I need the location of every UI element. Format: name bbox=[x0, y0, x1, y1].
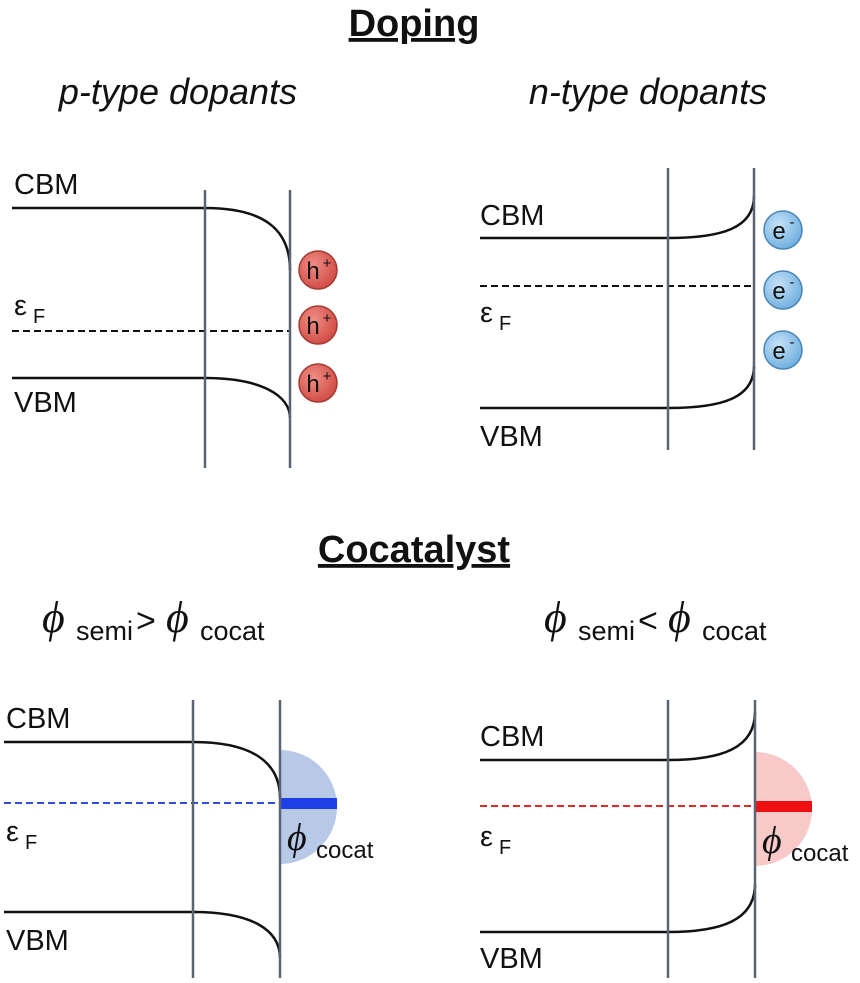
n-type-vbm-label: VBM bbox=[480, 421, 543, 453]
phi-sub-semi: semi bbox=[578, 616, 635, 646]
n-type-cbm-band bbox=[480, 195, 756, 240]
cocat-left-cbm-band bbox=[4, 740, 282, 799]
phi-sub-cocat: cocat bbox=[702, 616, 767, 646]
cocat-right-cbm-band bbox=[480, 711, 757, 762]
n-type-fermi-sub: F bbox=[499, 313, 511, 335]
electron-carrier: e - bbox=[763, 330, 803, 370]
n-type-vbm-band bbox=[480, 365, 756, 410]
electron-carrier-label: e bbox=[772, 278, 785, 305]
hole-carrier-label: h bbox=[306, 371, 319, 398]
cocat-right-condition: ϕ semi < ϕ cocat bbox=[544, 593, 767, 646]
cocat-right-cbm-label: CBM bbox=[480, 721, 544, 753]
hole-carrier-charge: + bbox=[323, 368, 332, 385]
p-type-cbm-label: CBM bbox=[14, 169, 78, 201]
cocat-left-cbm-label: CBM bbox=[6, 703, 70, 735]
cocat-phi-sub: cocat bbox=[316, 837, 374, 864]
cocat-phi-sub: cocat bbox=[791, 840, 849, 867]
p-type-fermi-sub: F bbox=[33, 306, 45, 328]
cocat-left-vbm-label: VBM bbox=[6, 925, 69, 957]
electron-carrier-label: e bbox=[772, 338, 785, 365]
hole-carrier-label: h bbox=[306, 313, 319, 340]
phi-symbol: ϕ bbox=[668, 593, 691, 642]
hole-carrier: h + bbox=[298, 363, 338, 403]
cocat-left-condition: ϕ semi > ϕ cocat bbox=[42, 593, 265, 646]
doping-title: Doping bbox=[349, 3, 480, 45]
cocat-right-fermi-sub: F bbox=[499, 837, 511, 859]
n-type-cbm-label: CBM bbox=[480, 200, 544, 232]
electron-carrier-charge: - bbox=[790, 334, 795, 351]
electron-carrier-charge: - bbox=[790, 274, 795, 291]
phi-sub-cocat: cocat bbox=[200, 616, 265, 646]
cocat-left-fermi-symbol: ε bbox=[6, 816, 19, 848]
cocat-phi-symbol: ϕ bbox=[287, 817, 307, 859]
phi-symbol: ϕ bbox=[166, 593, 189, 642]
comparison-operator: > bbox=[136, 602, 156, 640]
p-type-fermi-symbol: ε bbox=[14, 290, 27, 322]
n-type-fermi-symbol: ε bbox=[480, 297, 493, 329]
cocat-right-vbm-band bbox=[480, 883, 757, 934]
cocat-left-panel: ϕ semi > ϕ cocat CBM ε F VBM ϕ cocat bbox=[4, 593, 374, 978]
electron-carrier: e - bbox=[763, 210, 803, 250]
cocat-fermi-bar bbox=[755, 801, 812, 812]
electron-carrier-label: e bbox=[772, 218, 785, 245]
cocatalyst-title: Cocatalyst bbox=[318, 529, 511, 571]
p-type-subtitle: p-type dopants bbox=[58, 71, 297, 112]
cocat-left-vbm-band bbox=[4, 910, 282, 959]
p-type-cbm-band bbox=[12, 206, 292, 271]
p-type-panel: p-type dopants CBM ε F VBM h + h + h + bbox=[12, 71, 338, 468]
hole-carrier-charge: + bbox=[323, 255, 332, 272]
electron-carrier: e - bbox=[763, 270, 803, 310]
cocat-phi-symbol: ϕ bbox=[762, 820, 782, 862]
phi-symbol: ϕ bbox=[544, 593, 567, 642]
cocat-right-fermi-symbol: ε bbox=[480, 821, 493, 853]
p-type-vbm-label: VBM bbox=[14, 387, 77, 419]
cocat-right-vbm-label: VBM bbox=[480, 943, 543, 975]
phi-symbol: ϕ bbox=[42, 593, 65, 642]
n-type-panel: n-type dopants CBM ε F VBM e - e - e - bbox=[480, 71, 803, 453]
hole-carrier: h + bbox=[298, 305, 338, 345]
comparison-operator: < bbox=[638, 602, 658, 640]
electron-carrier-charge: - bbox=[790, 214, 795, 231]
hole-carrier-label: h bbox=[306, 258, 319, 285]
n-type-subtitle: n-type dopants bbox=[529, 71, 767, 112]
p-type-vbm-band bbox=[12, 376, 292, 419]
hole-carrier-charge: + bbox=[323, 310, 332, 327]
cocat-left-fermi-sub: F bbox=[25, 832, 37, 854]
hole-carrier: h + bbox=[298, 250, 338, 290]
phi-sub-semi: semi bbox=[76, 616, 133, 646]
cocat-right-panel: ϕ semi < ϕ cocat CBM ε F VBM ϕ cocat bbox=[480, 593, 849, 978]
cocat-fermi-bar bbox=[280, 798, 337, 809]
